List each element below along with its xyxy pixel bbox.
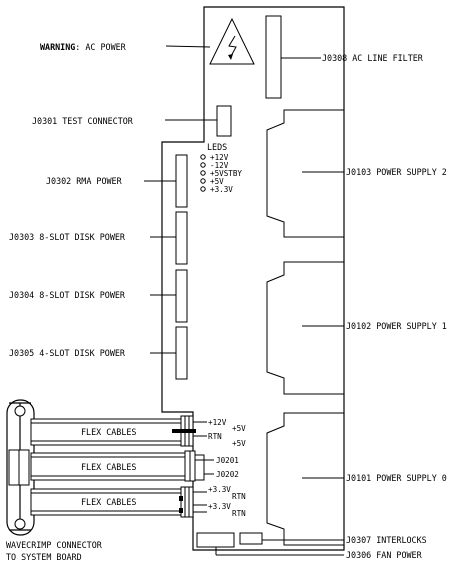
- j0202-connector: [194, 454, 205, 481]
- pin-label: +5V: [232, 439, 246, 448]
- j0303-connector: [175, 211, 188, 265]
- flex-cable-top: [30, 418, 184, 446]
- j0103-label: J0103 POWER SUPPLY 2: [346, 167, 447, 177]
- leader-lines: [144, 45, 344, 556]
- pin-label: RTN: [208, 432, 222, 441]
- j0201-connector: [184, 450, 196, 482]
- flex-top-end-connector: [172, 415, 196, 447]
- j0202-label: J0202: [216, 470, 239, 479]
- pin-label: +5V: [232, 424, 246, 433]
- j0301-label: J0301 TEST CONNECTOR: [32, 116, 134, 126]
- pin-label: +12V: [208, 418, 227, 427]
- pin-label: +3.3V: [208, 485, 231, 494]
- j0302-connector: [175, 154, 188, 208]
- j0304-label: J0304 8-SLOT DISK POWER: [9, 290, 126, 300]
- flex-cable-top-label: FLEX CABLES: [81, 427, 136, 437]
- j0306-connector: [196, 532, 235, 548]
- j0308-connector: [265, 15, 282, 99]
- j0305-connector: [175, 326, 188, 380]
- j0304-connector: [175, 269, 188, 323]
- led-indicator-list: +12V -12V +5VSTBY +5V +3.3V: [200, 153, 242, 194]
- j0308-label: J0308 AC LINE FILTER: [322, 53, 424, 63]
- led-label: +5VSTBY: [210, 169, 242, 178]
- pin-label: RTN: [232, 509, 246, 518]
- j0303-label: J0303 8-SLOT DISK POWER: [9, 232, 126, 242]
- j0102-connector: [266, 261, 345, 395]
- flex-cable-bottom: [30, 488, 184, 516]
- j0307-label: J0307 INTERLOCKS: [346, 535, 427, 545]
- wavecrimp-label-line2: TO SYSTEM BOARD: [6, 552, 82, 562]
- j0103-connector: [266, 109, 345, 238]
- j0306-label: J0306 FAN POWER: [346, 550, 423, 560]
- mount-hole-bottom: [14, 518, 26, 530]
- led-icon: [200, 186, 206, 192]
- pin-label: +3.3V: [208, 502, 231, 511]
- j0301-connector: [216, 105, 232, 137]
- led-icon: [200, 162, 206, 168]
- flex-cable-middle-label: FLEX CABLES: [81, 462, 136, 472]
- led-label: +3.3V: [210, 185, 233, 194]
- flex-bottom-end-connector: [179, 486, 194, 518]
- led-icon: [200, 170, 206, 176]
- j0305-label: J0305 4-SLOT DISK POWER: [9, 348, 126, 358]
- led-icon: [200, 178, 206, 184]
- led-icon: [200, 154, 206, 160]
- j0201-label: J0201: [216, 456, 239, 465]
- j0307-connector: [239, 532, 263, 545]
- j0302-label: J0302 RMA POWER: [46, 176, 123, 186]
- flex-cable-middle: [30, 452, 195, 481]
- warning-triangle-icon: [209, 17, 255, 65]
- j0101-connector: [266, 412, 345, 546]
- wavecrimp-label-line1: WAVECRIMP CONNECTOR: [6, 540, 103, 550]
- warning-label: WARNING: AC POWER: [40, 42, 127, 52]
- j0101-label: J0101 POWER SUPPLY 0: [346, 473, 447, 483]
- leds-title: LEDS: [207, 142, 227, 152]
- j0102-label: J0102 POWER SUPPLY 1: [346, 321, 447, 331]
- led-label: +12V: [210, 153, 229, 162]
- mount-hole-top: [14, 405, 26, 417]
- led-label: -12V: [210, 161, 229, 170]
- flex-cable-bottom-label: FLEX CABLES: [81, 497, 136, 507]
- pin-label: RTN: [232, 492, 246, 501]
- led-label: +5V: [210, 177, 224, 186]
